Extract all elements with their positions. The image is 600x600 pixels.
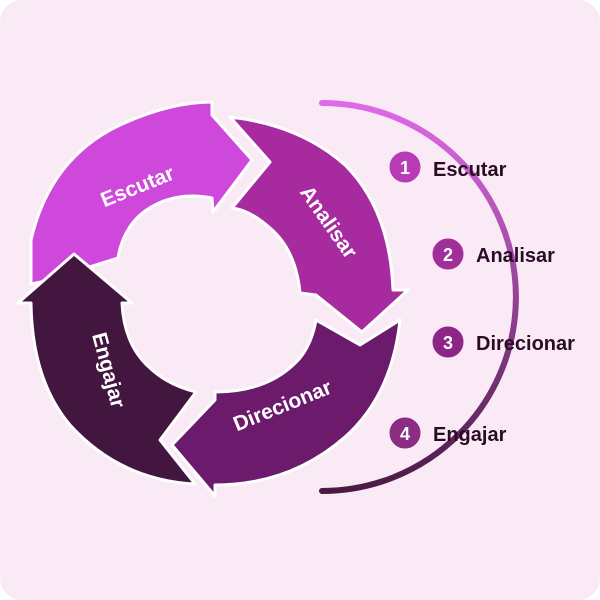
step-1-badge (386, 148, 424, 186)
segment-escutar-arrow (29, 100, 254, 286)
step-1-label: Escutar (433, 159, 507, 181)
segment-engajar-arrow (16, 252, 198, 486)
step-3-number: 3 (443, 333, 453, 353)
step-2: 2 Analisar (429, 235, 555, 273)
step-2-number: 2 (443, 245, 453, 265)
progress-arc (319, 100, 519, 494)
step-4-badge (386, 414, 424, 452)
step-4-number: 4 (400, 424, 410, 444)
step-4: 4 Engajar (386, 414, 507, 452)
step-1: 1 Escutar (386, 148, 507, 186)
step-2-label: Analisar (476, 245, 555, 267)
step-1-number: 1 (400, 158, 410, 178)
segment-analisar-arrow (228, 115, 410, 334)
step-4-label: Engajar (433, 424, 507, 446)
segment-direcionar-arrow (170, 318, 402, 498)
step-3: 3 Direcionar (429, 323, 575, 361)
step-3-badge (429, 323, 467, 361)
step-2-badge (429, 235, 467, 273)
step-3-label: Direcionar (476, 333, 575, 355)
